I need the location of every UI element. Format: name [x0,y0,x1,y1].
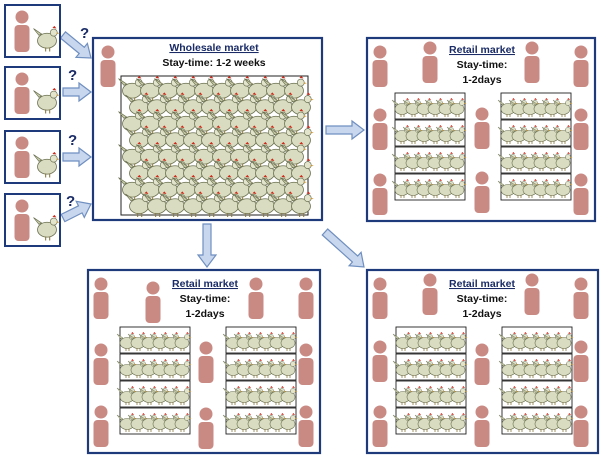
retail-customer-icon [93,277,109,319]
retail-customer-icon [298,277,314,319]
retail-customer-icon [93,405,109,447]
retail-customer-icon [198,407,214,449]
retail-customer-icon [298,405,314,447]
retail-2-stay-value: 1-2days [185,308,224,320]
retail-customer-icon [372,108,388,150]
wholesale-trader-icon [100,45,116,87]
retail-customer-icon [372,173,388,215]
boxes-layer [4,4,600,455]
retail-customer-icon [573,405,589,447]
farm-farmer-icon [14,72,30,114]
retail-customer-icon [145,281,161,323]
wholesale-to-retail-2-arrow [196,223,218,268]
retail-3-stay-label: Stay-time: [457,293,508,305]
retail-customer-icon [573,340,589,382]
wholesale-to-retail-1-arrow [325,119,365,141]
retail-customer-icon [372,340,388,382]
retail-1-title: Retail market [449,44,515,56]
retail-3-stay-value: 1-2days [462,308,501,320]
farm-farmer-icon [14,199,30,241]
retail-customer-icon [372,405,388,447]
retail-customer-icon [198,341,214,383]
retail-customer-icon [524,273,540,315]
farm-4-question-mark: ? [66,193,75,210]
wholesale-to-retail-3-arrow [321,228,365,268]
retail-2-stay-label: Stay-time: [180,293,231,305]
retail-customer-icon [422,273,438,315]
retail-customer-icon [372,45,388,87]
retail-customer-icon [573,45,589,87]
retail-customer-icon [573,173,589,215]
retail-customer-icon [524,41,540,83]
farm-3-to-wholesale-arrow [62,146,92,168]
retail-customer-icon [474,343,490,385]
farm-farmer-icon [14,10,30,52]
retail-customer-icon [298,343,314,385]
retail-customer-icon [93,343,109,385]
retail-3-title: Retail market [449,278,515,290]
retail-customer-icon [474,171,490,213]
wholesale-stay-time: Stay-time: 1-2 weeks [162,57,265,69]
farm-2-question-mark: ? [68,67,77,84]
retail-customer-icon [248,277,264,319]
wholesale-title: Wholesale market [169,42,259,54]
farm-3-question-mark: ? [68,132,77,149]
farm-1-question-mark: ? [80,25,89,42]
retail-1-stay-label: Stay-time: [457,59,508,71]
farm-2-to-wholesale-arrow [62,81,92,103]
farm-4-to-wholesale-arrow [60,200,92,223]
retail-2-title: Retail market [172,278,238,290]
arrows-layer [59,31,365,268]
farm-farmer-icon [14,136,30,178]
retail-customer-icon [372,277,388,319]
retail-1-stay-value: 1-2days [462,74,501,86]
retail-customer-icon [474,405,490,447]
retail-customer-icon [573,108,589,150]
retail-customer-icon [573,277,589,319]
farm-1-to-wholesale-arrow [59,31,92,59]
retail-customer-icon [474,107,490,149]
retail-customer-icon [422,41,438,83]
